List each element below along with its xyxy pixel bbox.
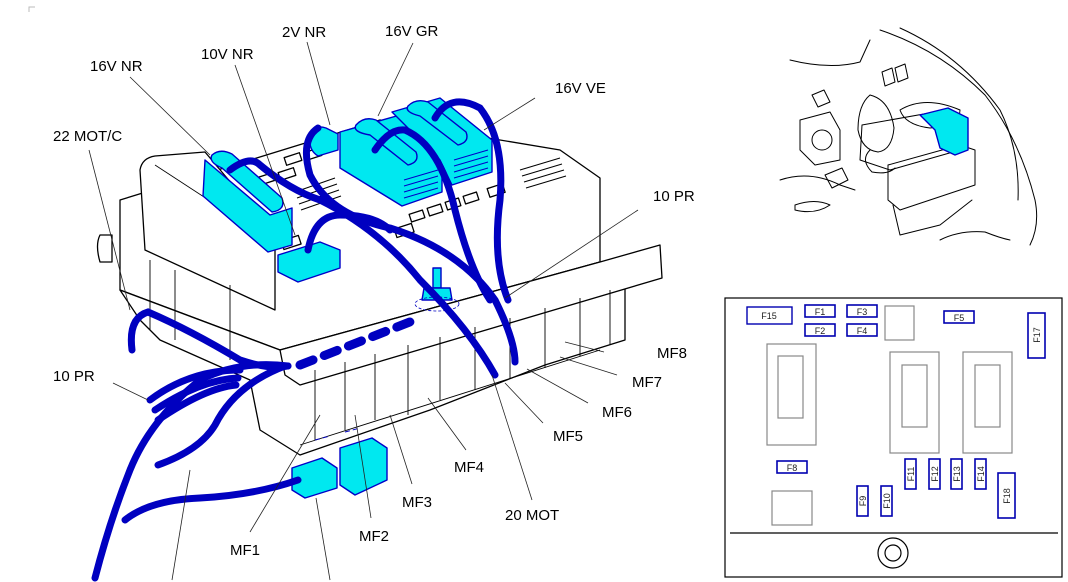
callout-mf7: MF7 [632,374,662,391]
fuse-box-illustration [91,97,663,582]
relay-left-inner [777,355,804,419]
svg-text:F10: F10 [882,493,892,509]
front-bracket-rail [279,244,663,386]
callout-mf4: MF4 [454,459,484,476]
fuse-f14: F14 [974,458,987,490]
callout-labels: 16V NR 10V NR 2V NR 16V GR 16V VE 22 MOT… [53,23,695,559]
connector-bottom [291,427,388,499]
cover-block [139,151,276,311]
svg-text:F9: F9 [858,496,868,507]
svg-text:F3: F3 [857,307,868,317]
svg-text:F8: F8 [787,463,798,473]
relay-middle-inner [901,364,928,428]
connector-16v-ve [391,97,493,186]
svg-text:F11: F11 [906,467,916,482]
callout-mf8: MF8 [657,345,687,362]
callout-16v-nr: 16V NR [90,58,143,75]
callout-10-pr-left: 10 PR [53,368,95,385]
callout-16v-ve: 16V VE [555,80,606,97]
fuse-f5: F5 [943,310,975,324]
corner-mark [28,6,35,12]
inset-fusebox-highlight [919,107,969,156]
fuse-f3: F3 [846,304,878,318]
svg-text:F2: F2 [815,326,826,336]
relay-right-inner [974,364,1001,428]
location-inset [779,27,1038,246]
side-connector-stub [96,234,113,263]
fuse-f8: F8 [776,460,808,474]
callout-mf5: MF5 [553,428,583,445]
svg-text:F14: F14 [976,466,986,482]
relay-small-bottom [771,490,813,526]
fuse-f1: F1 [804,304,836,318]
callout-mf6: MF6 [602,404,632,421]
svg-text:F15: F15 [761,311,777,321]
fuse-f12: F12 [928,458,941,490]
mounting-hole-inner [884,544,902,562]
fuse-f13: F13 [950,458,963,490]
callout-22-mot-c: 22 MOT/C [53,128,122,145]
callout-20-mot: 20 MOT [505,507,559,524]
fuse-f4: F4 [846,323,878,337]
fuse-f17: F17 [1027,312,1046,359]
leader-lines [88,41,639,581]
svg-text:F18: F18 [1002,488,1012,504]
svg-text:F1: F1 [815,307,826,317]
fuse-f2: F2 [804,323,836,337]
callout-mf1: MF1 [230,542,260,559]
callout-mf3: MF3 [402,494,432,511]
wire-harness [91,98,519,582]
fuse-layout-panel: F15 F1 F2 F3 F4 F5 F8 F9 [724,297,1063,578]
fuse-f11: F11 [904,458,917,490]
svg-text:F13: F13 [952,466,962,482]
callout-mf2: MF2 [359,528,389,545]
callout-16v-gr: 16V GR [385,23,439,40]
fuse-f15: F15 [746,306,793,325]
svg-text:F5: F5 [954,313,965,323]
relay-small-top [884,305,915,341]
svg-text:F4: F4 [857,326,868,336]
svg-text:F12: F12 [930,466,940,482]
fuse-f18: F18 [997,472,1016,519]
callout-2v-nr: 2V NR [282,24,326,41]
callout-10-pr-right: 10 PR [653,188,695,205]
svg-text:F17: F17 [1032,327,1042,343]
fuse-f10: F10 [880,485,893,517]
callout-10v-nr: 10V NR [201,46,254,63]
mounting-hole-outer [877,537,909,569]
fuse-f9: F9 [856,485,869,517]
connector-10v-nr [277,241,341,283]
